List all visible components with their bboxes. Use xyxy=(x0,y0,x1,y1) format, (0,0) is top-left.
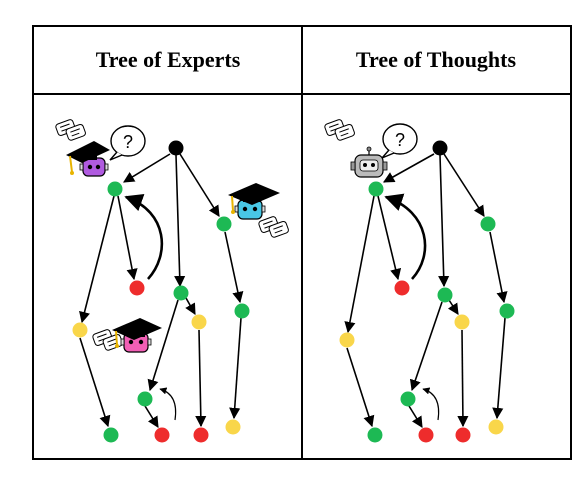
graduation-cap-icon xyxy=(228,183,280,214)
good-node xyxy=(368,181,384,197)
backtrack-arrow-icon xyxy=(159,387,177,421)
backtrack-arrow-icon xyxy=(422,387,440,421)
bad-node xyxy=(418,427,434,443)
chat-bubbles-icon xyxy=(258,216,289,238)
partial-node xyxy=(488,419,504,435)
chat-bubbles-icon xyxy=(55,119,86,141)
good-node xyxy=(480,216,496,232)
backtrack-arrow-icon xyxy=(124,193,164,280)
panel-title-thoughts: Tree of Thoughts xyxy=(356,47,517,72)
panel-title-experts: Tree of Experts xyxy=(96,47,241,72)
bad-node xyxy=(154,427,170,443)
tree-edges xyxy=(344,153,508,428)
good-node xyxy=(137,391,153,407)
chat-bubbles-icon xyxy=(324,119,355,141)
partial-node xyxy=(191,314,207,330)
robot-icon xyxy=(350,146,388,178)
expert-robot-icon xyxy=(79,157,109,177)
table-frame xyxy=(32,25,572,460)
bad-node xyxy=(455,427,471,443)
bad-node xyxy=(193,427,209,443)
backtrack-arrow-icon xyxy=(384,193,427,280)
root-node xyxy=(168,140,184,156)
good-node xyxy=(173,285,189,301)
root-node xyxy=(432,140,448,156)
good-node xyxy=(400,391,416,407)
question-bubble-icon: ? xyxy=(381,123,418,159)
good-node xyxy=(103,427,119,443)
graduation-cap-icon xyxy=(66,141,110,175)
good-node xyxy=(107,181,123,197)
tree-thoughts: ? xyxy=(324,119,515,443)
tree-edges xyxy=(79,153,244,428)
good-node xyxy=(499,303,515,319)
good-node xyxy=(367,427,383,443)
partial-node xyxy=(454,314,470,330)
svg-text:?: ? xyxy=(123,132,133,152)
question-bubble-icon: ? xyxy=(109,125,146,161)
partial-node xyxy=(225,419,241,435)
svg-text:?: ? xyxy=(395,130,405,150)
good-node xyxy=(216,216,232,232)
partial-node xyxy=(72,322,88,338)
good-node xyxy=(437,287,453,303)
bad-node xyxy=(129,280,145,296)
tree-experts: ? xyxy=(55,119,289,443)
bad-node xyxy=(394,280,410,296)
good-node xyxy=(234,303,250,319)
graduation-cap-icon xyxy=(112,318,162,348)
partial-node xyxy=(339,332,355,348)
